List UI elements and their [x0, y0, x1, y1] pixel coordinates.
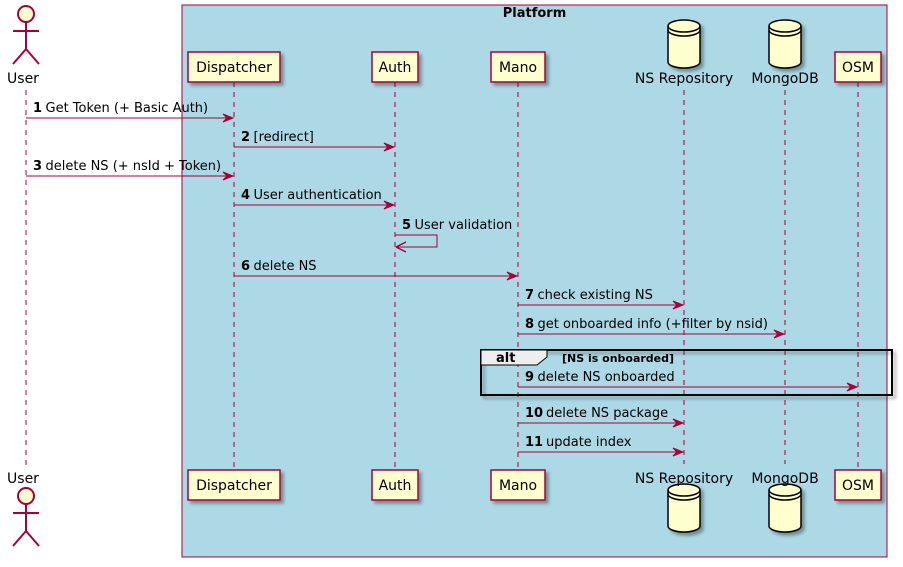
participant-mano-top: Mano: [490, 51, 546, 83]
participant-mano-box: [490, 469, 546, 501]
message-7: 7 check existing NS: [518, 288, 685, 310]
message-label: update index: [546, 435, 632, 450]
participant-osm-box: [834, 469, 882, 501]
participant-ns-repository-top: NS Repository: [635, 19, 733, 87]
message-number: 3: [33, 159, 42, 174]
message-number: 9: [525, 370, 534, 385]
message-label: delete NS: [254, 259, 317, 274]
database-icon: [667, 483, 701, 533]
arrowhead-icon: [672, 300, 685, 310]
message-label: delete NS onboarded: [538, 370, 675, 385]
alt-fragment: alt [NS is onboarded]: [480, 349, 893, 396]
alt-fragment-tab: [480, 349, 548, 366]
participant-osm-box: [834, 51, 882, 83]
message-label: User validation: [415, 218, 513, 233]
participant-osm-top: OSM: [834, 51, 882, 83]
arrowhead-icon: [383, 200, 396, 210]
participant-dispatcher-label: Dispatcher: [196, 60, 272, 76]
message-2: 2 [redirect]: [234, 130, 396, 152]
alt-fragment-guard: [NS is onboarded]: [562, 352, 674, 365]
message-9: 9 delete NS onboarded: [518, 370, 859, 392]
platform-box: [181, 4, 888, 558]
arrowhead-icon: [222, 113, 235, 123]
participant-ns-repository-bottom: NS Repository: [635, 471, 733, 533]
participant-dispatcher-top: Dispatcher: [187, 51, 281, 83]
message-5: 5 User validation: [395, 218, 513, 253]
participant-dispatcher-label: Dispatcher: [196, 478, 272, 494]
participant-auth-top: Auth: [371, 51, 419, 83]
alt-fragment-border: [480, 349, 893, 396]
actor-icon: [12, 487, 40, 547]
arrowhead-icon: [672, 447, 685, 457]
participant-ns-repository-label: NS Repository: [635, 471, 733, 487]
participant-dispatcher-bottom: Dispatcher: [187, 469, 281, 501]
message-number: 11: [525, 435, 543, 450]
participant-auth-bottom: Auth: [371, 469, 419, 501]
message-number: 2: [241, 130, 250, 145]
message-label: delete NS (+ nsId + Token): [46, 159, 222, 174]
message-label: get onboarded info (+filter by nsid): [538, 317, 768, 332]
message-label: [redirect]: [254, 130, 314, 145]
message-label: check existing NS: [538, 288, 653, 303]
platform-box-title: Platform: [503, 6, 567, 21]
actor-user-top: User: [7, 5, 40, 87]
message-number: 7: [525, 288, 534, 303]
message-number: 1: [33, 101, 42, 116]
participant-auth-box: [371, 469, 419, 501]
participant-mano-bottom: Mano: [490, 469, 546, 501]
database-icon: [667, 19, 701, 69]
actor-user-label: User: [7, 71, 39, 87]
participant-auth-label: Auth: [379, 478, 412, 494]
participant-mano-box: [490, 51, 546, 83]
participant-osm-bottom: OSM: [834, 469, 882, 501]
arrowhead-icon: [773, 329, 786, 339]
participant-ns-repository-label: NS Repository: [635, 71, 733, 87]
message-4: 4 User authentication: [234, 188, 396, 210]
participant-osm-label: OSM: [842, 60, 874, 76]
database-icon: [768, 19, 802, 69]
message-8: 8 get onboarded info (+filter by nsid): [518, 317, 786, 339]
arrowhead-icon: [383, 142, 396, 152]
arrowhead-icon: [222, 171, 235, 181]
message-label: User authentication: [254, 188, 382, 203]
participant-mongodb-label: MongoDB: [751, 471, 818, 487]
participant-mongodb-bottom: MongoDB: [751, 471, 819, 533]
participant-osm-label: OSM: [842, 478, 874, 494]
participant-auth-label: Auth: [379, 60, 412, 76]
message-6: 6 delete NS: [234, 259, 519, 281]
arrowhead-icon: [846, 382, 859, 392]
message-number: 10: [525, 406, 543, 421]
alt-fragment-label: alt: [496, 351, 515, 366]
message-label: delete NS package: [546, 406, 668, 421]
participant-mongodb-label: MongoDB: [751, 71, 818, 87]
message-arrow-line: [395, 234, 438, 248]
actor-user-label: User: [7, 471, 39, 487]
message-number: 5: [402, 218, 411, 233]
participant-mongodb-top: MongoDB: [751, 19, 819, 87]
arrowhead-icon: [672, 418, 685, 428]
participant-mano-label: Mano: [499, 60, 537, 76]
participant-mano-label: Mano: [499, 478, 537, 494]
actor-user-bottom: User: [7, 471, 40, 547]
actor-icon: [12, 5, 40, 65]
message-label: Get Token (+ Basic Auth): [46, 101, 209, 116]
message-number: 8: [525, 317, 534, 332]
participant-dispatcher-box: [187, 51, 281, 83]
message-number: 4: [241, 188, 250, 203]
arrowhead-icon: [506, 271, 519, 281]
database-icon: [768, 483, 802, 533]
participant-auth-box: [371, 51, 419, 83]
participant-dispatcher-box: [187, 469, 281, 501]
message-1: 1 Get Token (+ Basic Auth): [26, 101, 235, 123]
message-number: 6: [241, 259, 250, 274]
message-3: 3 delete NS (+ nsId + Token): [26, 159, 235, 181]
arrowhead-icon: [395, 241, 407, 253]
